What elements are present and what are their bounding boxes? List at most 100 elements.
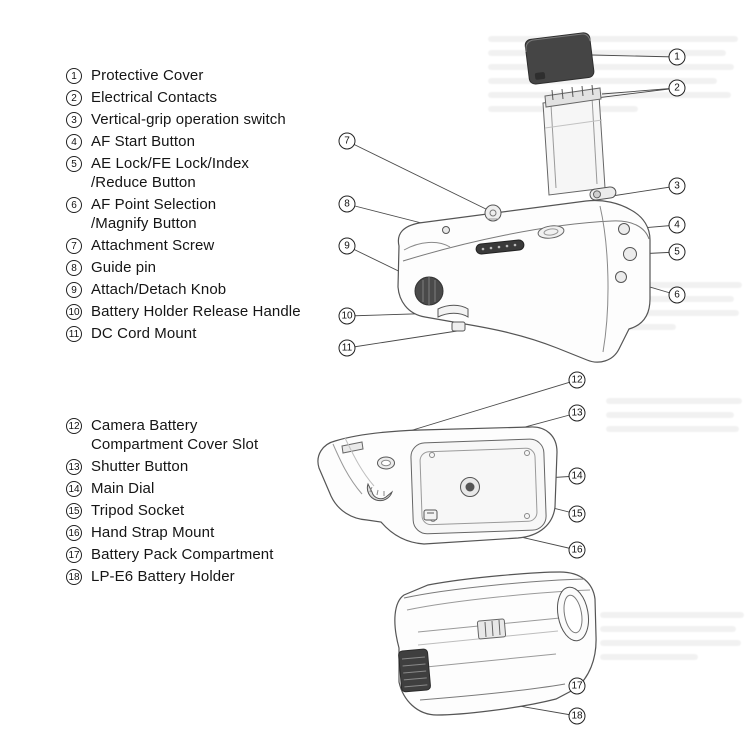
part-label-line: Protective Cover: [91, 67, 204, 84]
item-number-badge: 4: [66, 134, 82, 150]
part-label-line: Camera Battery: [91, 417, 198, 434]
shutter-button-icon: [377, 456, 395, 470]
list-item: 5 AE Lock/FE Lock/Index/Reduce Button: [66, 154, 301, 192]
part-label-line: Guide pin: [91, 259, 157, 276]
item-number-badge: 8: [66, 260, 82, 276]
list-item: 16 Hand Strap Mount: [66, 523, 273, 542]
part-label-line: Tripod Socket: [91, 502, 185, 519]
bleed-line: [606, 412, 734, 418]
holder-grip-pad-icon: [398, 648, 431, 693]
part-label-line: Shutter Button: [91, 458, 189, 475]
part-label: Hand Strap Mount: [91, 523, 214, 542]
list-item: 2 Electrical Contacts: [66, 88, 301, 107]
list-item: 13 Shutter Button: [66, 457, 273, 476]
list-item: 7 Attachment Screw: [66, 236, 301, 255]
part-label: Tripod Socket: [91, 501, 184, 520]
item-number-badge: 2: [66, 90, 82, 106]
part-label: LP-E6 Battery Holder: [91, 567, 235, 586]
item-number-badge: 14: [66, 481, 82, 497]
grip-vertical-view-drawing: [397, 32, 651, 363]
callout-2: 2: [668, 79, 686, 97]
af-point-button-icon: [615, 271, 627, 283]
list-item: 14 Main Dial: [66, 479, 273, 498]
holder-contacts-icon: [476, 618, 507, 640]
part-label: AF Point Selection/Magnify Button: [91, 195, 216, 233]
item-number-badge: 13: [66, 459, 82, 475]
part-label-line: /Magnify Button: [91, 215, 197, 232]
part-label-line: /Reduce Button: [91, 174, 196, 191]
part-label-line: AF Start Button: [91, 133, 196, 150]
dc-cord-mount-icon: [451, 321, 466, 332]
part-label: Main Dial: [91, 479, 154, 498]
release-handle-icon: [437, 304, 469, 318]
electrical-contacts-icon: [551, 84, 594, 101]
parts-list-upper: 1 Protective Cover 2 Electrical Contacts…: [66, 66, 301, 346]
bleed-line: [606, 398, 742, 404]
grip-contacts-strip-icon: [475, 239, 525, 255]
part-label: Attachment Screw: [91, 236, 214, 255]
callout-12: 12: [568, 371, 586, 389]
item-number-badge: 17: [66, 547, 82, 563]
bleed-line: [488, 64, 734, 70]
callout-16: 16: [568, 541, 586, 559]
ae-lock-button-icon: [623, 247, 637, 261]
part-label-line: Main Dial: [91, 480, 155, 497]
bleed-line: [488, 50, 726, 56]
list-item: 10 Battery Holder Release Handle: [66, 302, 301, 321]
holder-outline: [394, 571, 597, 716]
page-bleed-artifact: [600, 612, 748, 668]
part-label: AE Lock/FE Lock/Index/Reduce Button: [91, 154, 249, 192]
callout-9: 9: [338, 237, 356, 255]
part-label-line: Vertical-grip operation switch: [91, 111, 286, 128]
guide-pin-icon: [442, 226, 450, 234]
bleed-line: [600, 612, 744, 618]
item-number-badge: 9: [66, 282, 82, 298]
list-item: 3 Vertical-grip operation switch: [66, 110, 301, 129]
part-label-line: LP-E6 Battery Holder: [91, 568, 235, 585]
bleed-line: [600, 626, 736, 632]
part-label: Battery Pack Compartment: [91, 545, 273, 564]
part-label-line: AF Point Selection: [91, 196, 217, 213]
list-item: 8 Guide pin: [66, 258, 301, 277]
battery-icon: [524, 32, 595, 85]
part-label: Battery Holder Release Handle: [91, 302, 301, 321]
item-number-badge: 15: [66, 503, 82, 519]
part-label-line: DC Cord Mount: [91, 325, 197, 342]
main-dial-icon: [366, 482, 394, 502]
bleed-line: [488, 92, 731, 98]
part-label-line: Hand Strap Mount: [91, 524, 215, 541]
callout-13: 13: [568, 404, 586, 422]
list-item: 4 AF Start Button: [66, 132, 301, 151]
callout-3: 3: [668, 177, 686, 195]
callout-4: 4: [668, 216, 686, 234]
part-label-line: AE Lock/FE Lock/Index: [91, 155, 250, 172]
callout-8: 8: [338, 195, 356, 213]
item-number-badge: 5: [66, 156, 82, 172]
callout-1: 1: [668, 48, 686, 66]
page-bleed-artifact: [606, 398, 746, 440]
item-number-badge: 18: [66, 569, 82, 585]
item-number-badge: 10: [66, 304, 82, 320]
bleed-line: [600, 640, 741, 646]
list-item: 6 AF Point Selection/Magnify Button: [66, 195, 301, 233]
af-start-button-icon: [618, 223, 630, 235]
attach-detach-knob-icon: [414, 276, 444, 306]
bleed-line: [600, 654, 698, 660]
bleed-line: [488, 78, 717, 84]
callout-10: 10: [338, 307, 356, 325]
item-number-badge: 6: [66, 197, 82, 213]
hand-strap-mount-icon: [423, 509, 438, 521]
battery-holder-neck: [542, 94, 606, 196]
part-label-line: Attachment Screw: [91, 237, 215, 254]
vertical-grip-switch-icon: [589, 186, 617, 201]
callout-6: 6: [668, 286, 686, 304]
grip-bottom-view-drawing: [317, 426, 558, 545]
leader-line: [611, 185, 678, 197]
callout-11: 11: [338, 339, 356, 357]
part-label: Protective Cover: [91, 66, 203, 85]
